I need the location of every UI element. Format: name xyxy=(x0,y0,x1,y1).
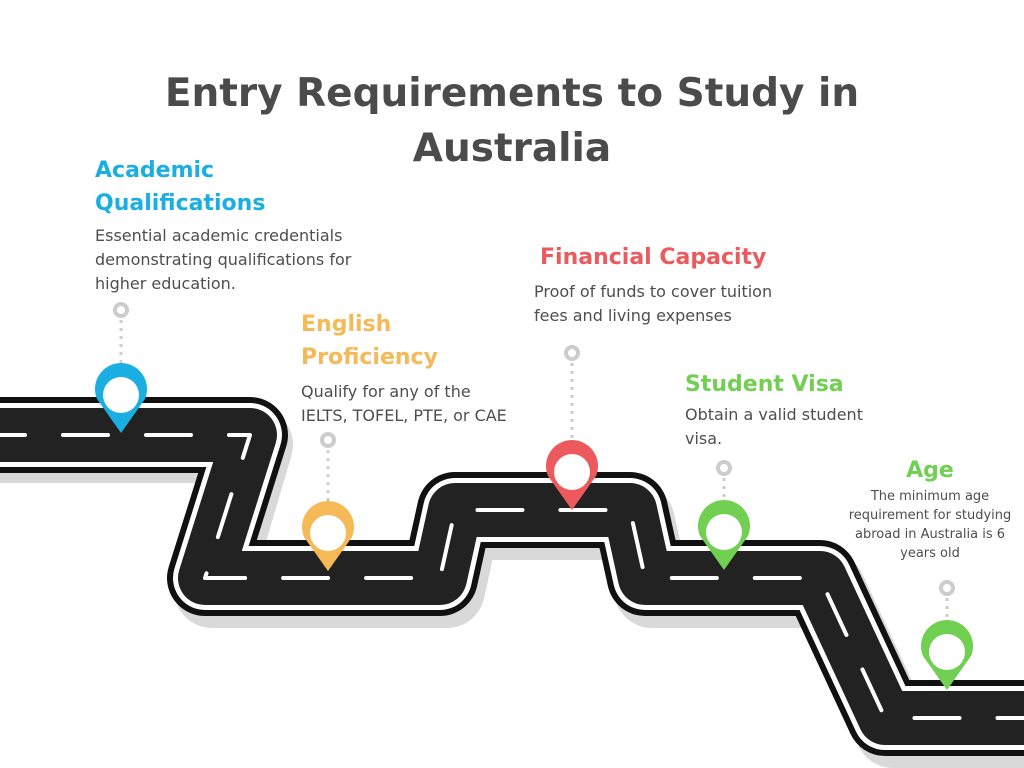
step-financial-capacity: Financial Capacity Proof of funds to cov… xyxy=(534,241,772,328)
road-lane-markings xyxy=(0,433,1024,720)
small-pin-icon xyxy=(320,432,336,448)
page-title: Entry Requirements to Study in Australia xyxy=(0,66,1024,176)
title-line-2: Australia xyxy=(412,126,612,171)
step-heading: Financial Capacity xyxy=(540,245,767,270)
map-pin-center xyxy=(929,634,965,670)
map-pin-center xyxy=(310,515,346,551)
small-pin-icon xyxy=(564,345,580,361)
map-pin-center xyxy=(554,454,590,490)
small-pin-icon xyxy=(939,580,955,596)
step-heading: Student Visa xyxy=(685,372,844,397)
step-heading: Age xyxy=(906,458,954,483)
small-pin-icon xyxy=(716,460,732,476)
title-line-1: Entry Requirements to Study in xyxy=(164,71,860,116)
map-pin-center xyxy=(103,377,139,413)
map-pin-center xyxy=(706,514,742,550)
small-pin-icon xyxy=(113,302,129,318)
